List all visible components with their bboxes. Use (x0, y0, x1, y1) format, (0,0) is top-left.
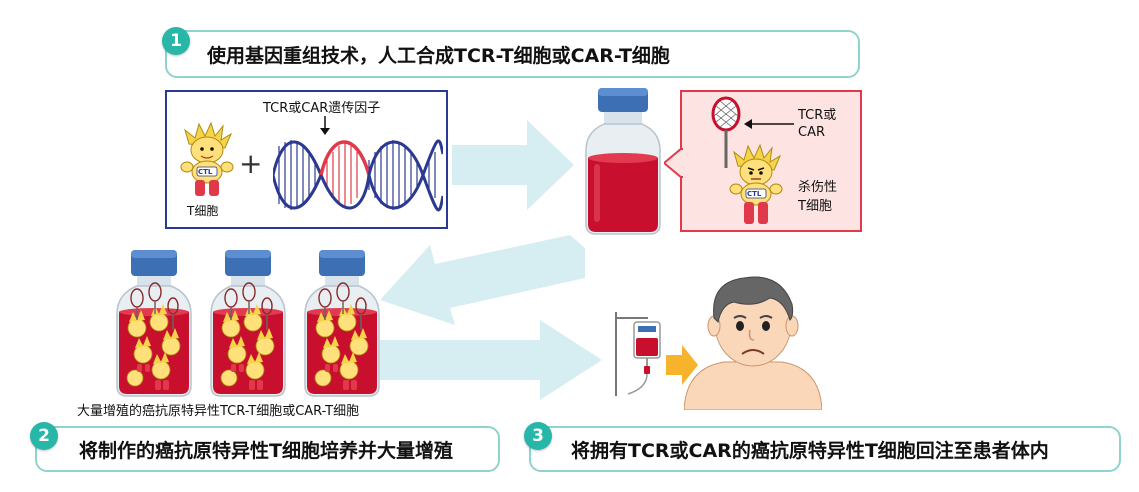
arrow-to-vial (452, 120, 574, 210)
killer-t-cell-character (729, 144, 783, 224)
plus-sign: + (239, 147, 263, 180)
step3-text: 将拥有TCR或CAR的癌抗原特异性T细胞回注至患者体内 (571, 439, 1049, 462)
dna-helix-icon (273, 139, 443, 212)
killer-cell-label: 杀伤性 T细胞 (798, 180, 838, 214)
gene-arrow (320, 116, 330, 135)
t-cell-badge: CTL (198, 168, 213, 176)
culture-bottles-group (116, 250, 380, 397)
step3-box: 将拥有TCR或CAR的癌抗原特异性T细胞回注至患者体内 (529, 426, 1121, 472)
killer-cell-panel: TCR或 CAR CTL 杀伤性 T细胞 (680, 90, 862, 232)
step2-badge: 2 (30, 422, 58, 450)
receptor-label: TCR或 CAR (798, 108, 837, 140)
callout-tail (664, 148, 684, 178)
step1-badge: 1 (162, 27, 190, 55)
culture-vial (585, 88, 661, 235)
iv-drip-icon (615, 312, 661, 396)
arrow-to-patient (380, 320, 602, 400)
bottles-caption: 大量增殖的癌抗原特异性TCR-T细胞或CAR-T细胞 (77, 404, 360, 419)
step2-text: 将制作的癌抗原特异性T细胞培养并大量增殖 (79, 439, 453, 462)
step1-box: 使用基因重组技术，人工合成TCR-T细胞或CAR-T细胞 (165, 30, 860, 78)
t-cell-character (180, 122, 234, 196)
arrow-to-bottles (380, 235, 585, 325)
receptor-pointer-arrow (744, 119, 794, 129)
step1-text: 使用基因重组技术，人工合成TCR-T细胞或CAR-T细胞 (207, 44, 670, 67)
step2-box: 将制作的癌抗原特异性T细胞培养并大量增殖 (35, 426, 500, 472)
patient-illustration (684, 276, 822, 410)
infusion-arrow-icon (666, 345, 698, 385)
step3-badge: 3 (524, 422, 552, 450)
t-cell-label: T细胞 (187, 204, 219, 218)
gene-panel: TCR或CAR遗传因子 CTL T细胞 + (165, 90, 448, 229)
receptor-racket-icon (711, 96, 741, 168)
killer-cell-badge: CTL (747, 190, 762, 198)
gene-label: TCR或CAR遗传因子 (263, 101, 381, 116)
